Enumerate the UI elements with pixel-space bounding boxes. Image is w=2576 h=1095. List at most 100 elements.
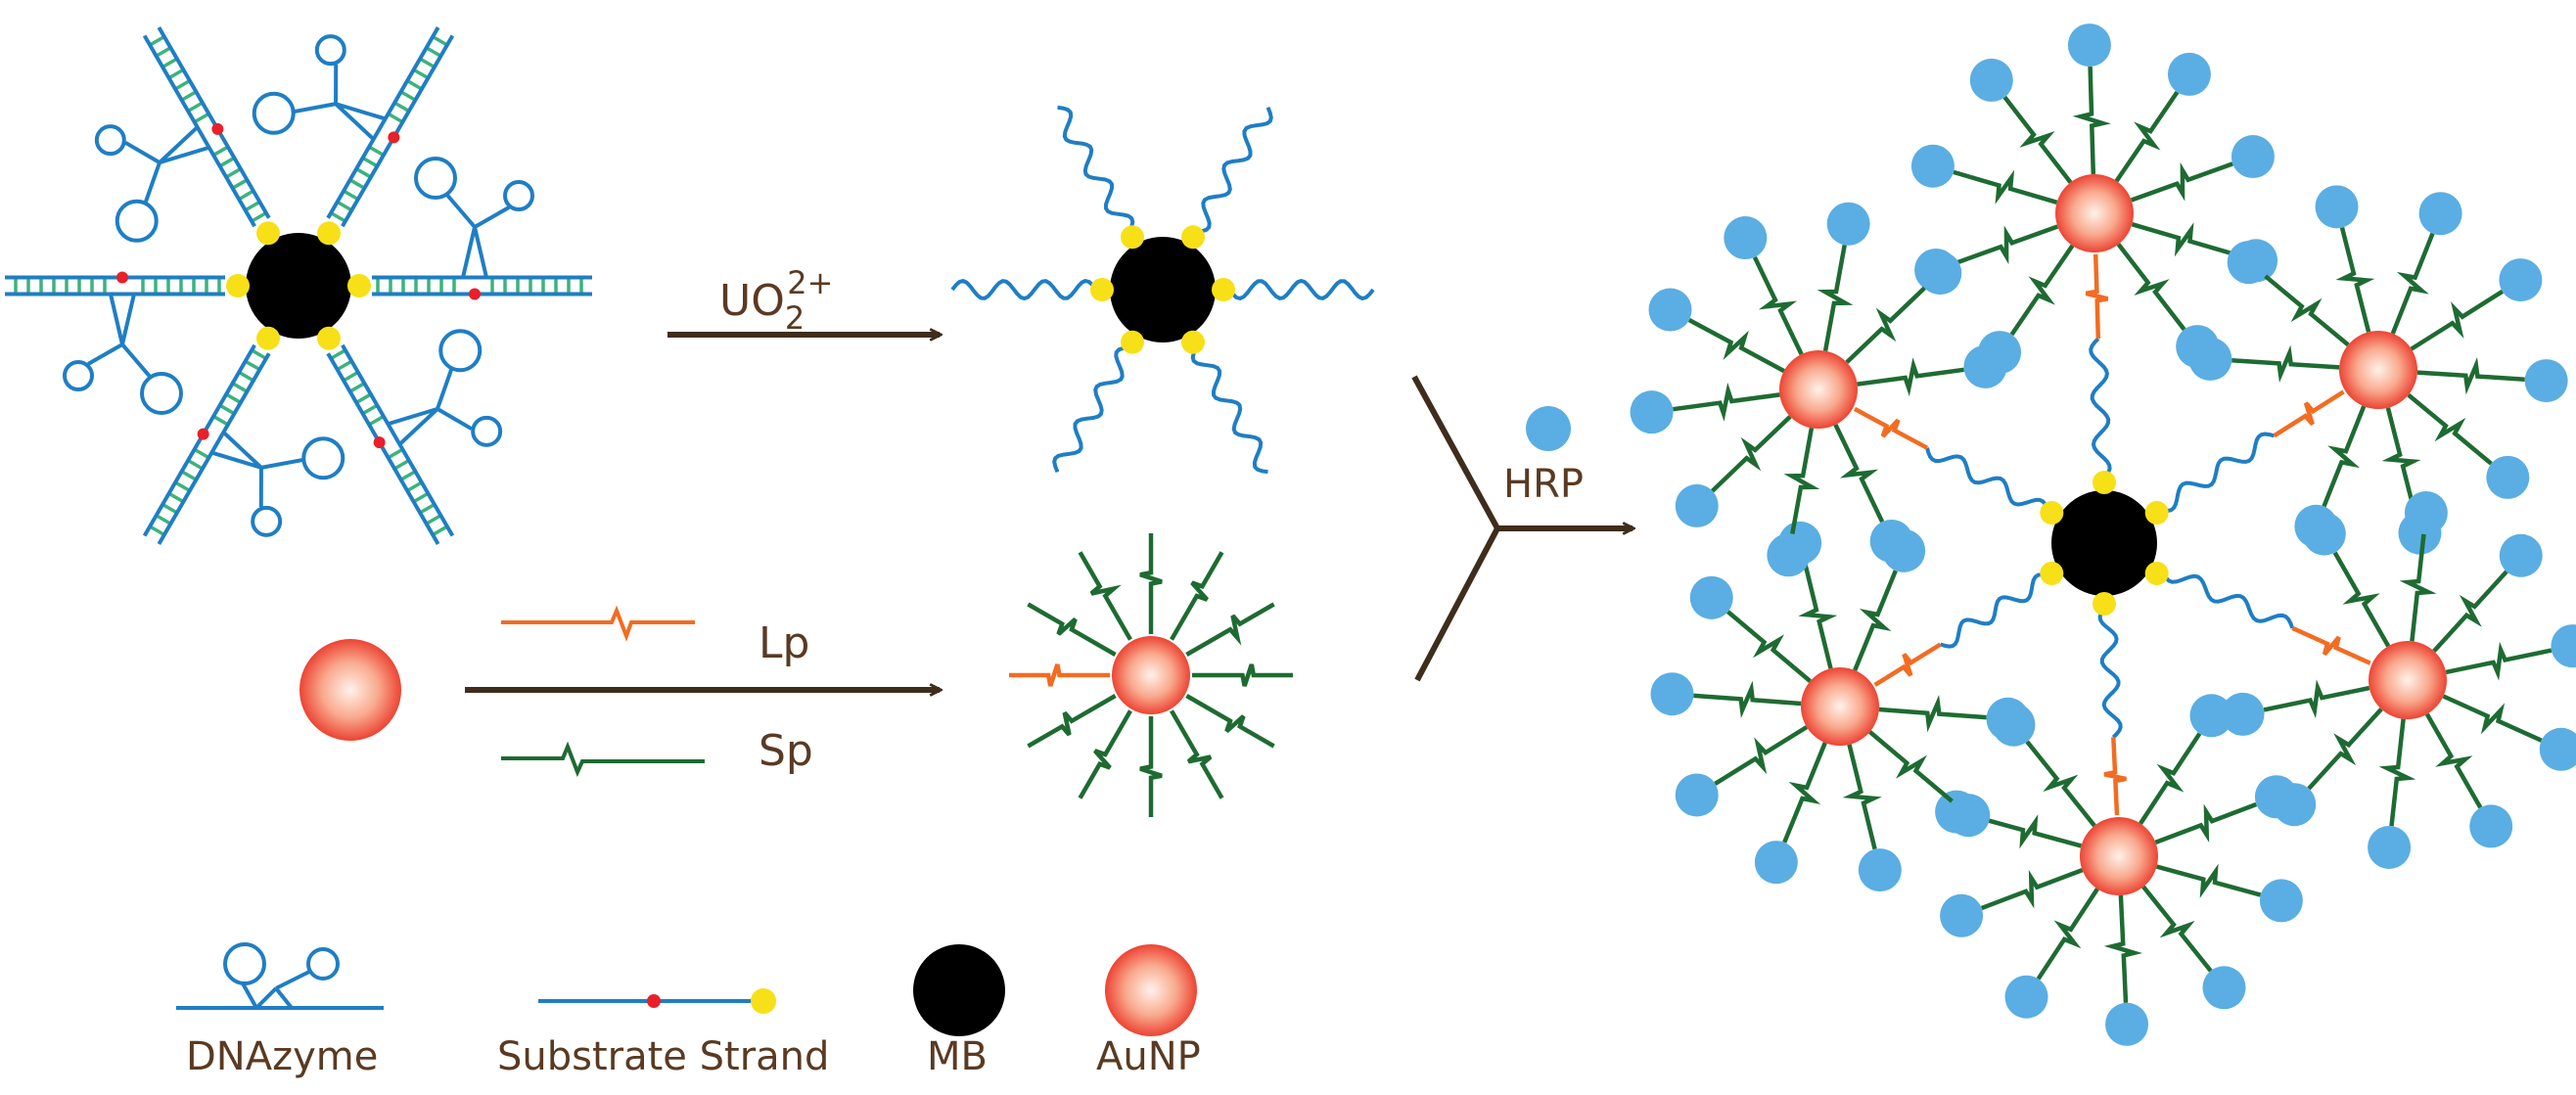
hrp-enzyme-1-1 (2227, 241, 2271, 285)
functionalized-aunp (1009, 533, 1293, 817)
hrp-enzyme-3-4 (2105, 1002, 2149, 1046)
sp-strand-8 (1078, 551, 1132, 641)
dnazyme-arm-4 (5, 271, 225, 415)
aggregate-sp-5-8 (1857, 357, 1964, 397)
hrp-enzyme-5-4 (1648, 288, 1692, 332)
aggregate-link-dna-4 (1940, 572, 2051, 649)
hrp-enzyme-4-1 (1947, 794, 1991, 838)
aggregate-link-lp-1 (2273, 389, 2345, 438)
aggregate-sp-5-1 (1783, 427, 1820, 535)
hrp-enzyme-5-1 (1767, 533, 1811, 577)
dnazyme-arm-3 (142, 343, 345, 546)
hrp-enzyme-1-5 (2524, 359, 2568, 403)
aggregate-sp-2-2 (2432, 570, 2508, 653)
hrp-enzyme-5-7 (1918, 251, 1962, 296)
hrp-enzyme-1-6 (2486, 455, 2530, 499)
aggregate-aunp-4 (1801, 667, 1879, 746)
aggregate-sp-2-7 (2307, 707, 2383, 791)
thiol-anchor-1 (347, 274, 371, 297)
aggregate-sp-4-8 (1853, 570, 1898, 671)
hrp-enzyme-0-3 (1969, 58, 2013, 102)
aggregate-sp-5-7 (1845, 286, 1926, 364)
cleaved-strand-4 (950, 279, 1098, 300)
hrp-enzyme-1-4 (2499, 258, 2543, 302)
cleavage-site (211, 122, 224, 135)
sp-strand-2 (1170, 709, 1224, 799)
aggregate-sp-3-1 (2154, 801, 2258, 845)
aunp-bare-particle (299, 639, 401, 741)
sp-strand-10 (1170, 551, 1224, 641)
aggregate-sp-5-4 (1687, 318, 1785, 374)
mb-bead (246, 233, 351, 339)
aggregate-link-dna-1 (2157, 432, 2276, 513)
hrp-label: HRP (1503, 462, 1584, 507)
aggregate-link-lp-4 (1873, 642, 1942, 687)
hrp-enzyme-5-8 (1963, 344, 2007, 388)
aggregate-aunp-0 (2055, 174, 2134, 252)
aggregate-sp-2-6 (2378, 718, 2416, 827)
dnazyme-mb-complex (5, 25, 592, 546)
legend-aunp-label: AuNP (1096, 1034, 1201, 1079)
hrp-enzyme-2-0 (2302, 512, 2346, 556)
hrp-enzyme-5-0 (1869, 519, 1913, 563)
aggregate-sp-2-1 (2399, 533, 2437, 642)
aggregate-sp-0-0 (2009, 244, 2075, 337)
aggregate-aunp-2 (2369, 641, 2447, 719)
aggregate-link-dna-3 (2097, 605, 2123, 739)
sp-strand-3 (1139, 716, 1163, 817)
lp-strand-attached (1009, 663, 1110, 687)
uranyl-superscript: 2+ (787, 264, 833, 301)
aggregate-sp-1-2 (2335, 227, 2375, 333)
functionalization-arrow: Lp Sp (465, 605, 940, 778)
uranyl-reaction-arrow: UO22+ (667, 264, 940, 337)
hrp-enzyme-2-3 (2551, 624, 2576, 668)
aggregate-sp-0-3 (2002, 95, 2073, 184)
aggregate-sp-3-2 (2156, 863, 2262, 898)
aggregate-sp-0-5 (2114, 90, 2180, 183)
aggregate-sp-4-7 (1798, 563, 1838, 669)
hrp-enzyme-5-5 (1724, 216, 1768, 260)
sp-strand-1 (1185, 694, 1275, 749)
cleavage-site (116, 271, 128, 284)
aggregate-aunp-5 (1779, 350, 1858, 429)
mb-bead-cleaved (1110, 237, 1216, 342)
cleaved-strand-5 (1057, 105, 1135, 233)
aggregate-sp-5-6 (1817, 244, 1854, 352)
hrp-enzyme-1-0 (2188, 337, 2232, 381)
aggregate-sp-2-3 (2445, 641, 2553, 681)
aggregate-link-dna-0 (2089, 337, 2112, 481)
cleaved-strand-1 (1227, 279, 1375, 300)
hrp-enzyme-4-0 (1986, 697, 2030, 741)
aggregate-thiol-4 (2040, 501, 2064, 525)
aggregate-sp-1-0 (2231, 344, 2340, 384)
hrp-enzyme-4-6 (1689, 575, 1733, 619)
sp-strand-7 (1027, 602, 1117, 657)
hrp-enzyme-3-3 (2202, 966, 2246, 1010)
aggregate-sp-1-5 (2416, 356, 2525, 395)
hrp-enzyme-5-2 (1675, 483, 1719, 527)
thiol-anchor-cleaved-1 (1212, 278, 1235, 301)
aunp-bare (299, 639, 401, 741)
hrp-enzyme-4-5 (1650, 672, 1694, 716)
aggregate-sp-4-3 (1782, 742, 1827, 844)
sp-strand-0 (1192, 663, 1293, 687)
lp-strand (501, 605, 695, 642)
thiol-anchor-cleaved-2 (1181, 330, 1205, 354)
aggregate-sp-2-5 (2424, 712, 2483, 809)
hrp-enzyme-3-5 (2004, 975, 2048, 1019)
hrp-enzyme-0-4 (2067, 23, 2111, 68)
cleaved-mb (950, 105, 1375, 475)
thiol-anchor-5 (256, 221, 280, 246)
aggregate-sp-4-0 (1878, 694, 1987, 733)
cleavage-site (197, 428, 209, 440)
aggregate-sp-4-5 (1693, 680, 1802, 719)
aggregate-sp-1-7 (2381, 407, 2421, 513)
dnazyme-arm-0 (252, 25, 455, 228)
thiol-anchor-cleaved-0 (1181, 225, 1205, 250)
legend-dnazyme-label: DNAzyme (186, 1034, 378, 1079)
uranyl-main: UO (719, 276, 785, 326)
legend-mb: MB (913, 944, 1005, 1079)
hrp-enzyme-0-6 (2231, 135, 2275, 179)
hrp-enzyme-2-4 (2539, 727, 2576, 771)
